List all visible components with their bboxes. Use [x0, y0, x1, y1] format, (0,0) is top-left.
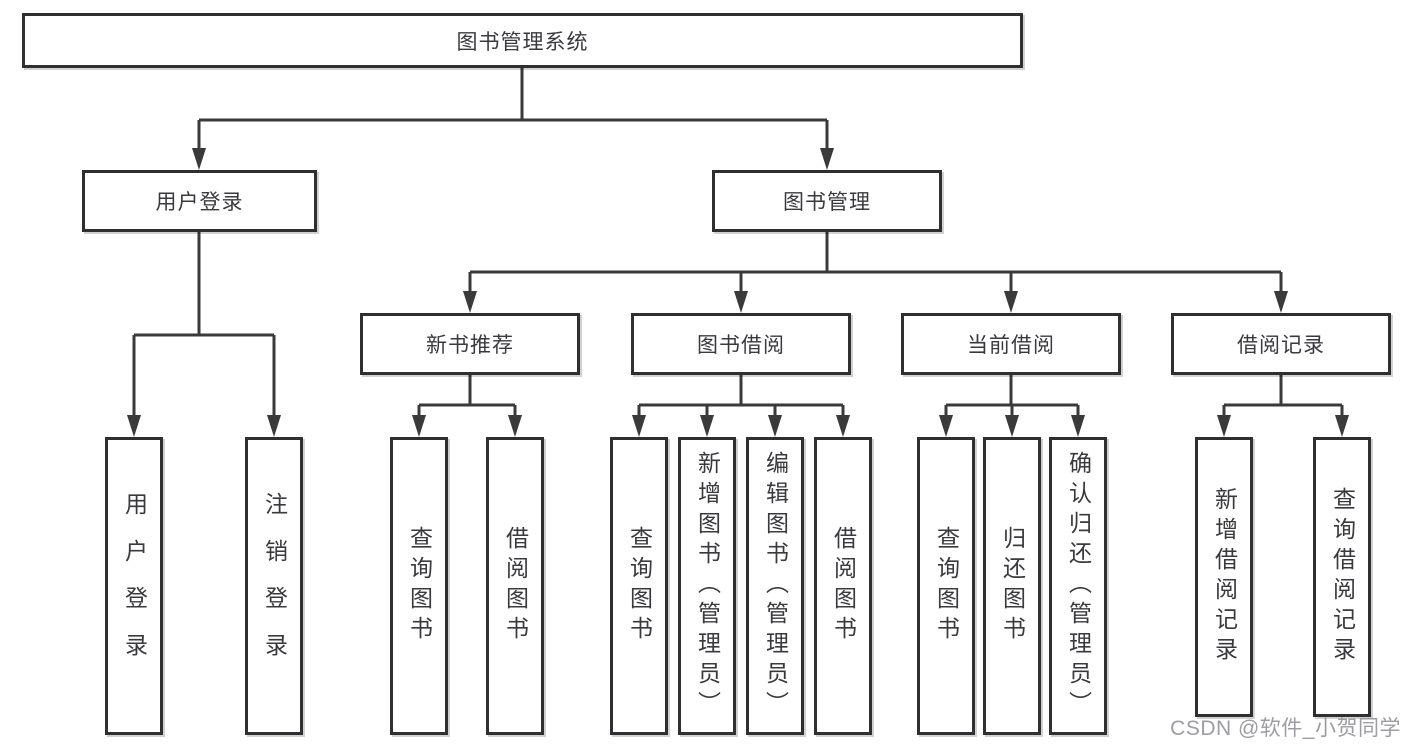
- leaf-current-query: 查询图书: [917, 437, 975, 735]
- leaf-user-login: 用户登录: [105, 437, 163, 735]
- node-root-label: 图书管理系统: [456, 30, 589, 54]
- leaf-borrow-add-admin: 新增图书（管理员）: [678, 437, 736, 735]
- leaf-newbooks-query-label: 查询图书: [406, 526, 433, 646]
- leaf-current-return: 归还图书: [983, 437, 1041, 735]
- leaf-records-add: 新增借阅记录: [1195, 437, 1253, 717]
- leaf-borrow-book-label: 借阅图书: [830, 526, 857, 646]
- leaf-logout: 注销登录: [245, 437, 303, 735]
- leaf-records-add-label: 新增借阅记录: [1211, 487, 1238, 667]
- leaf-borrow-add-admin-label: 新增图书（管理员）: [694, 451, 721, 721]
- leaf-current-query-label: 查询图书: [933, 526, 960, 646]
- csdn-watermark: CSDN @软件_小贺同学: [1170, 717, 1401, 740]
- leaf-newbooks-borrow-label: 借阅图书: [502, 526, 529, 646]
- leaf-newbooks-query: 查询图书: [390, 437, 448, 735]
- node-user-login-label: 用户登录: [155, 191, 244, 214]
- leaf-current-return-label: 归还图书: [999, 526, 1026, 646]
- leaf-logout-label: 注销登录: [261, 492, 288, 680]
- node-book-management-label: 图书管理: [783, 191, 871, 214]
- leaf-current-confirm-admin-label: 确认归还（管理员）: [1065, 451, 1092, 721]
- node-book-borrow: 图书借阅: [631, 313, 851, 375]
- node-current-borrow: 当前借阅: [901, 313, 1121, 375]
- node-new-book-recommend: 新书推荐: [360, 313, 580, 375]
- leaf-borrow-edit-admin: 编辑图书（管理员）: [746, 437, 804, 735]
- leaf-user-login-label: 用户登录: [121, 492, 148, 680]
- leaf-current-confirm-admin: 确认归还（管理员）: [1049, 437, 1107, 735]
- node-book-management: 图书管理: [712, 170, 942, 232]
- leaf-borrow-query: 查询图书: [610, 437, 668, 735]
- node-root-system: 图书管理系统: [22, 13, 1023, 68]
- node-book-borrow-label: 图书借阅: [697, 334, 785, 357]
- leaf-borrow-query-label: 查询图书: [626, 526, 653, 646]
- node-borrow-records: 借阅记录: [1171, 313, 1391, 375]
- leaf-records-query-label: 查询借阅记录: [1329, 487, 1356, 667]
- leaf-records-query: 查询借阅记录: [1313, 437, 1371, 717]
- arrowhead-icons: [127, 148, 1349, 437]
- leaf-borrow-book: 借阅图书: [814, 437, 872, 735]
- node-user-login: 用户登录: [82, 170, 317, 232]
- leaf-newbooks-borrow: 借阅图书: [486, 437, 544, 735]
- leaf-borrow-edit-admin-label: 编辑图书（管理员）: [762, 451, 789, 721]
- node-borrow-records-label: 借阅记录: [1237, 334, 1325, 357]
- node-new-book-recommend-label: 新书推荐: [426, 334, 514, 357]
- node-current-borrow-label: 当前借阅: [967, 334, 1055, 357]
